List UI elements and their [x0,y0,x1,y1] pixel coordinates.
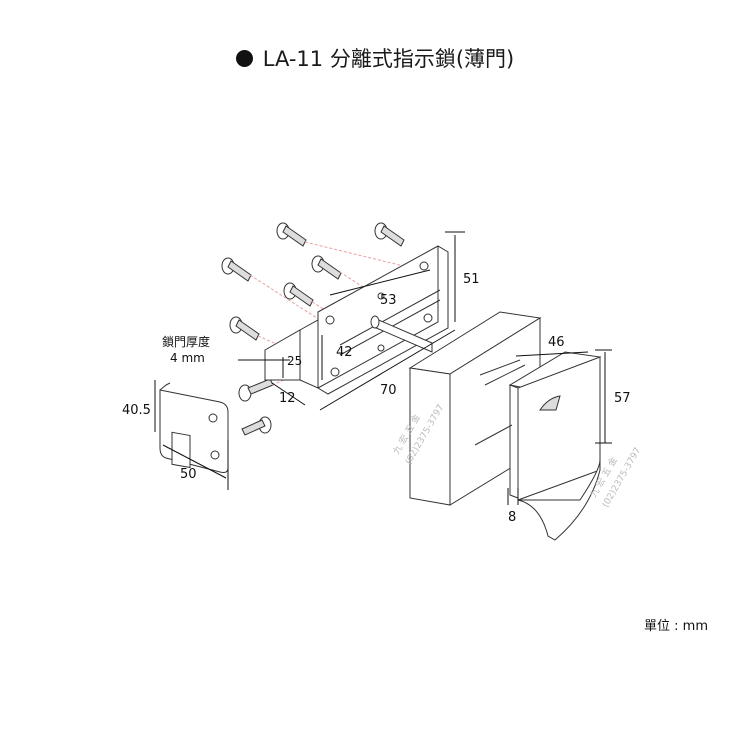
dim-51: 51 [463,272,480,287]
screw-icon [238,378,274,402]
title-text: LA-11 分離式指示鎖(薄門) [262,47,515,71]
page-title: LA-11 分離式指示鎖(薄門) [0,43,750,73]
strike-plate [159,382,229,473]
door-thickness-label: 鎖門厚度 [162,334,210,349]
screw-icon [229,316,260,341]
screw-icon [221,257,252,282]
dim-40-5: 40.5 [122,403,151,418]
screw-icon [276,222,307,247]
unit-label: 單位 : mm [644,619,708,634]
dim-25: 25 [287,354,302,368]
dim-53: 53 [380,293,397,308]
dim-12: 12 [279,391,296,406]
lock-body [264,245,449,395]
dim-70: 70 [380,383,397,398]
indicator-plate [474,351,602,541]
dim-57: 57 [614,391,631,406]
screw-icon [283,282,314,307]
screw-icon [241,416,272,436]
bullet-icon [235,50,253,67]
dim-50: 50 [180,467,197,482]
dim-8: 8 [508,510,516,525]
dim-46: 46 [548,335,565,350]
screw-icon [374,222,405,247]
dim-42: 42 [336,345,353,360]
screw-icon [311,255,342,280]
door-thickness-value: 4 mm [170,351,205,365]
